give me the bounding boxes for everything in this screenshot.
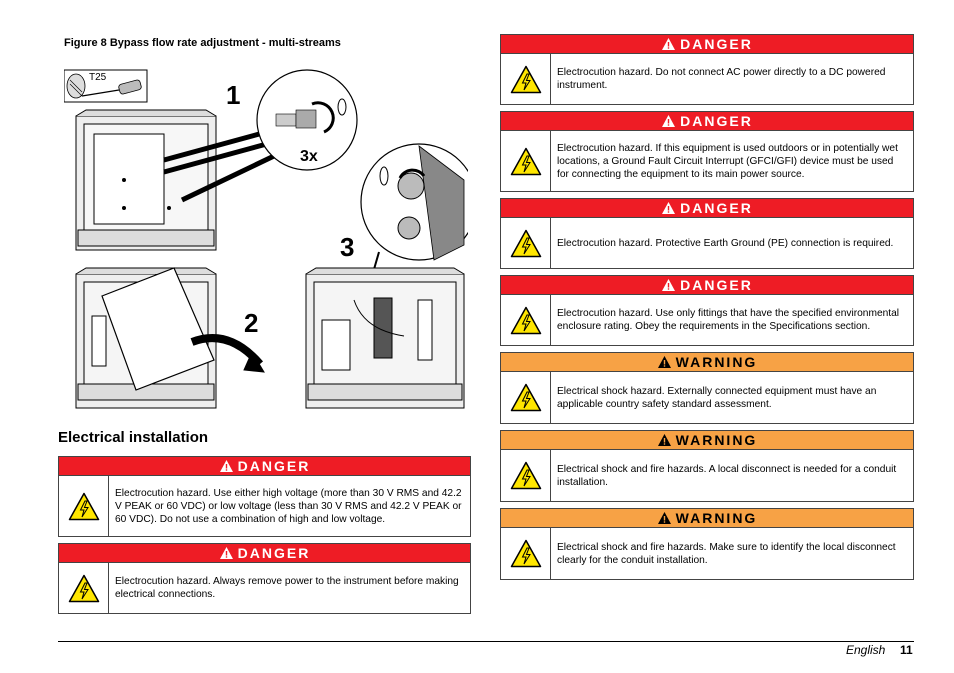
hazard-cell <box>501 528 551 579</box>
notice-text: Electrical shock and fire hazards. Make … <box>557 541 896 566</box>
electrical-hazard-icon <box>510 539 541 568</box>
notice-level: WARNING <box>675 432 758 448</box>
section-heading: Electrical installation <box>58 429 209 446</box>
notice-header: DANGER <box>501 199 913 218</box>
hazard-cell <box>501 131 551 191</box>
notice-header: DANGER <box>59 457 470 476</box>
notice-level: WARNING <box>675 354 758 370</box>
electrical-hazard-icon <box>510 306 541 334</box>
notice-header: WARNING <box>501 509 913 528</box>
danger-notice: DANGER Electrocution hazard. Always remo… <box>58 543 471 614</box>
notice-level: DANGER <box>237 545 311 561</box>
footer-rule <box>58 641 914 642</box>
notice-text: Electrocution hazard. Use only fittings … <box>557 308 900 332</box>
notice-header: DANGER <box>501 35 913 54</box>
alert-triangle-icon <box>662 115 676 127</box>
warning-notice: WARNING Electrical shock hazard. Externa… <box>500 352 914 424</box>
notice-text: Electrocution hazard. If this equipment … <box>557 142 898 180</box>
warning-notice: WARNING Electrical shock and fire hazard… <box>500 508 914 580</box>
notice-text: Electrocution hazard. Always remove powe… <box>115 576 459 600</box>
alert-triangle-icon <box>657 356 671 368</box>
footer-language: English <box>846 643 886 657</box>
bypass-illustration: T25 1 3x <box>63 69 478 409</box>
notice-header: DANGER <box>501 276 913 295</box>
alert-triangle-icon <box>657 434 671 446</box>
danger-notice: DANGER Electrocution hazard. If this equ… <box>500 111 914 192</box>
notice-level: DANGER <box>680 277 753 293</box>
enclosure-top <box>75 109 217 251</box>
notice-level: WARNING <box>675 510 758 526</box>
electrical-hazard-icon <box>510 65 541 93</box>
notice-text: Electrical shock and fire hazards. A loc… <box>557 463 897 488</box>
repeat-label: 3x <box>300 148 318 165</box>
electrical-hazard-icon <box>510 461 541 490</box>
notice-header: DANGER <box>59 544 470 563</box>
screwdriver-tool-icon: T25 <box>63 69 148 103</box>
electrical-hazard-icon <box>68 574 99 602</box>
figure-caption: Figure 8 Bypass flow rate adjustment - m… <box>64 37 341 49</box>
step-3-label: 3 <box>340 232 354 262</box>
knob-detail <box>360 143 478 261</box>
alert-triangle-icon <box>657 512 671 524</box>
notice-level: DANGER <box>680 36 753 52</box>
hazard-cell <box>501 295 551 345</box>
alert-triangle-icon <box>662 202 676 214</box>
notice-text: Electrocution hazard. Use either high vo… <box>115 487 462 525</box>
notice-text: Electrical shock hazard. Externally conn… <box>557 385 877 410</box>
bypass-flow-figure: T25 1 3x <box>63 60 478 412</box>
hazard-cell <box>501 54 551 104</box>
alert-triangle-icon <box>219 547 233 559</box>
notice-level: DANGER <box>680 200 753 216</box>
alert-triangle-icon <box>662 279 676 291</box>
warning-notice: WARNING Electrical shock and fire hazard… <box>500 430 914 502</box>
notice-level: DANGER <box>237 458 311 474</box>
danger-notice: DANGER Electrocution hazard. Do not conn… <box>500 34 914 105</box>
alert-triangle-icon <box>219 460 233 472</box>
enclosure-step2 <box>75 267 265 409</box>
tool-label: T25 <box>89 72 107 83</box>
electrical-hazard-icon <box>510 229 541 257</box>
notice-header: WARNING <box>501 431 913 450</box>
danger-notice: DANGER Electrocution hazard. Use either … <box>58 456 471 537</box>
step-1-label: 1 <box>226 80 240 110</box>
electrical-hazard-icon <box>510 147 541 175</box>
hazard-cell <box>501 450 551 501</box>
electrical-hazard-icon <box>68 492 99 520</box>
notice-text: Electrocution hazard. Protective Earth G… <box>557 237 894 249</box>
notice-text: Electrocution hazard. Do not connect AC … <box>557 67 886 91</box>
hazard-cell <box>501 372 551 423</box>
hazard-cell <box>59 476 109 536</box>
danger-notice: DANGER Electrocution hazard. Protective … <box>500 198 914 269</box>
notice-header: WARNING <box>501 353 913 372</box>
danger-notice: DANGER Electrocution hazard. Use only fi… <box>500 275 914 346</box>
notice-level: DANGER <box>680 113 753 129</box>
alert-triangle-icon <box>662 38 676 50</box>
screw-detail <box>256 69 358 171</box>
notice-header: DANGER <box>501 112 913 131</box>
enclosure-step3 <box>305 267 465 409</box>
pointer-lines <box>163 127 276 203</box>
hazard-cell <box>59 563 109 613</box>
step-2-label: 2 <box>244 308 258 338</box>
page-number: 11 <box>900 643 913 657</box>
electrical-hazard-icon <box>510 383 541 412</box>
hazard-cell <box>501 218 551 268</box>
